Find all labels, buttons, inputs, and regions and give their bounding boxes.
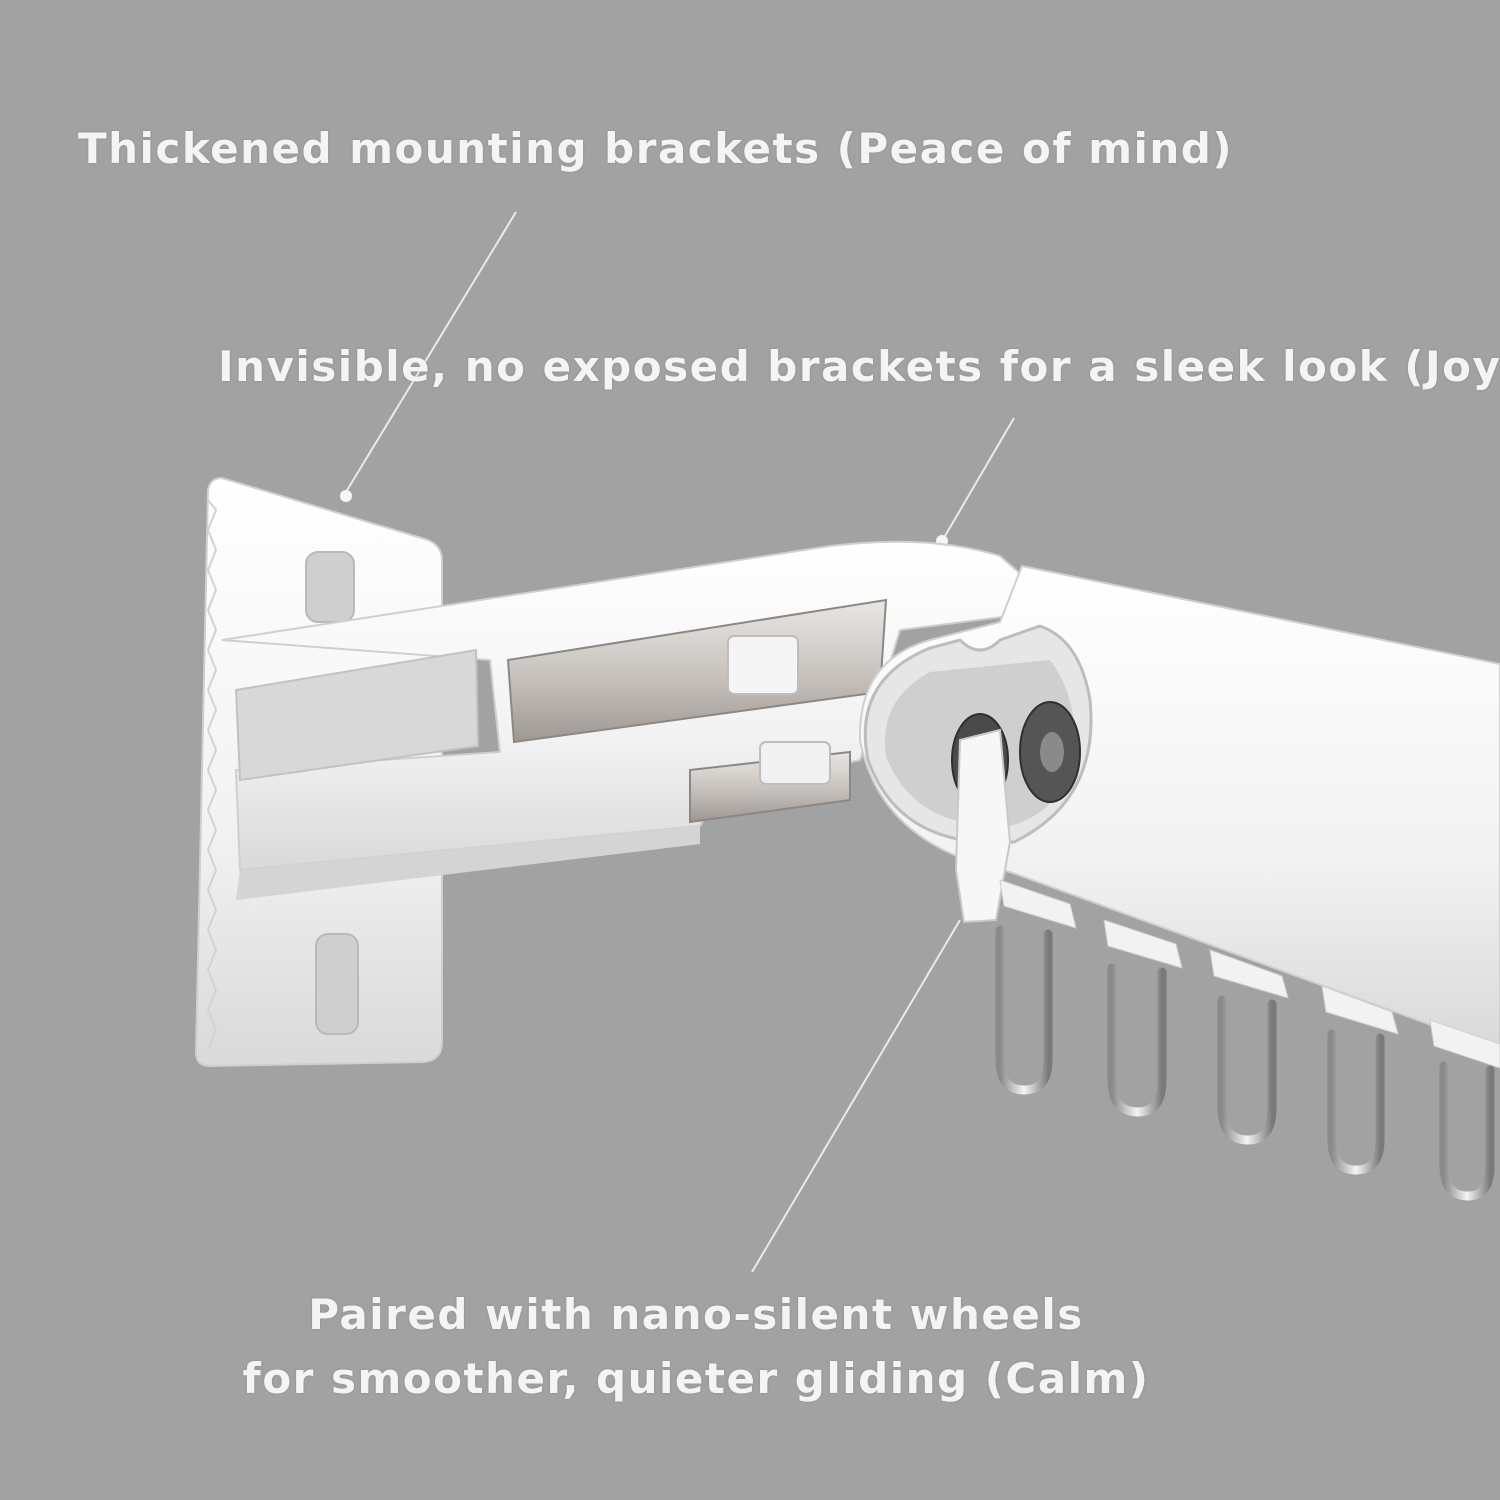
leader-line-wheels <box>751 919 961 1273</box>
curtain-rail <box>858 564 1500 1052</box>
callout-invisible-brackets: Invisible, no exposed brackets for a sle… <box>218 342 1500 391</box>
callout-silent-wheels-line2: for smoother, quieter gliding (Calm) <box>242 1354 1150 1403</box>
bracket-arm-underside <box>236 826 700 900</box>
hook <box>1103 919 1183 1117</box>
steel-slider <box>506 598 888 824</box>
leader-line-invisible <box>944 417 1015 537</box>
slider-clip <box>727 635 799 695</box>
slider-clip-lower <box>759 741 831 785</box>
bracket-grip-edge <box>206 499 218 1051</box>
bracket-slot-top <box>305 551 355 623</box>
callout-thickened-brackets: Thickened mounting brackets (Peace of mi… <box>78 124 1234 173</box>
wheel-hub <box>1040 732 1064 772</box>
hook <box>995 879 1077 1095</box>
bracket-arm-cavity <box>234 648 480 782</box>
hook <box>1321 985 1399 1175</box>
callout-silent-wheels-line1: Paired with nano-silent wheels <box>308 1290 1084 1339</box>
hook <box>1209 949 1289 1145</box>
glider-carrier <box>954 728 1012 924</box>
hook <box>1429 1019 1500 1201</box>
leader-dot-brackets <box>340 490 352 502</box>
curtain-hooks <box>995 879 1500 1201</box>
leader-line-brackets <box>345 211 517 493</box>
bracket-slot-bottom <box>315 933 359 1035</box>
